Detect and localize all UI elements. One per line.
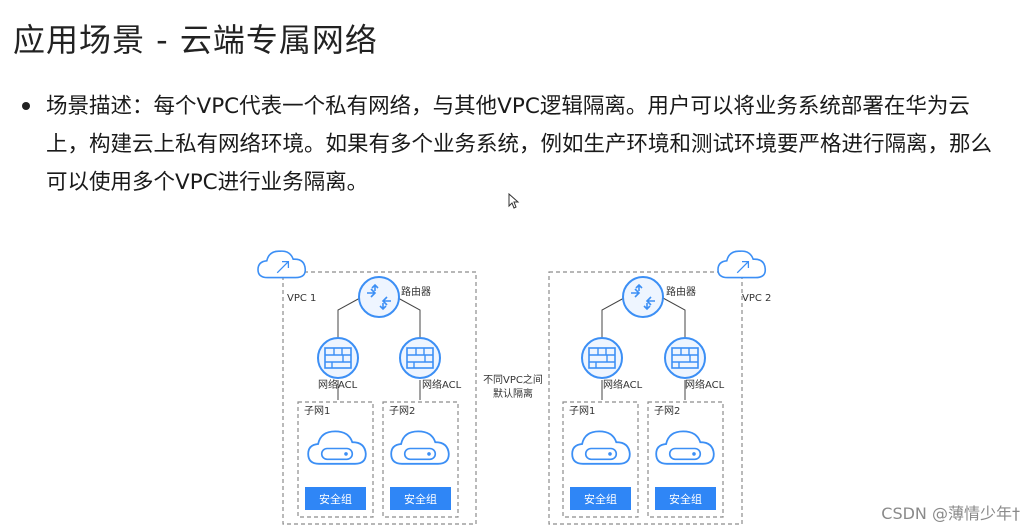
vpc2-subnet1-cloud-icon	[571, 430, 631, 465]
vpc1-subnet2-label: 子网2	[389, 405, 415, 417]
vpc2-subnet2-cloud-icon	[655, 430, 715, 465]
isolation-line2: 默认隔离	[493, 387, 533, 400]
vpc2-sg-left	[570, 487, 631, 510]
vpc2-subnet2-box	[647, 401, 724, 518]
vpc1-line-left	[337, 297, 361, 342]
vpc2-subnet1-label: 子网1	[569, 405, 595, 417]
watermark: CSDN @薄情少年†	[881, 504, 1020, 523]
vpc1-subnet1-label: 子网1	[304, 405, 330, 417]
vpc1-sg-right-label: 安全组	[404, 492, 437, 506]
vpc2-acl-right-label: 网络ACL	[685, 378, 725, 391]
vpc1-sg-left-label: 安全组	[319, 492, 352, 506]
vpc2-router-icon	[622, 276, 664, 318]
vpc2-sg-right	[655, 487, 716, 510]
vpc1-router-label: 路由器	[401, 285, 431, 298]
vpc1-subnet2-cloud-icon	[390, 430, 450, 465]
vpc2-boundary	[548, 271, 743, 525]
vpc1-acl-right-label: 网络ACL	[422, 378, 462, 391]
vpc2-sg-right-label: 安全组	[669, 492, 702, 506]
vpc1-acl-right-icon	[399, 337, 441, 379]
vpc2-label: VPC 2	[742, 293, 771, 304]
isolation-line1: 不同VPC之间	[483, 373, 543, 386]
vpc1-sg-left	[305, 487, 366, 510]
vpc2-router-label: 路由器	[666, 285, 696, 298]
vpc1-subnet2-box	[382, 401, 459, 518]
mouse-cursor-icon	[508, 193, 520, 209]
vpc2-line-left	[601, 297, 625, 342]
vpc1-line-right	[397, 297, 421, 342]
vpc1-sg-right	[390, 487, 451, 510]
vpc1-label: VPC 1	[287, 293, 316, 304]
vpc1-acl-left-label: 网络ACL	[318, 378, 358, 391]
vpc2-acl-left-icon	[581, 337, 623, 379]
vpc1-subnet1-cloud-icon	[307, 430, 367, 465]
bullet-list: 场景描述：每个VPC代表一个私有网络，与其他VPC逻辑隔离。用户可以将业务系统部…	[22, 88, 1012, 202]
vpc2-cloud-icon	[717, 250, 767, 279]
vpc1-acl-left-icon	[317, 337, 359, 379]
scene-description: 场景描述：每个VPC代表一个私有网络，与其他VPC逻辑隔离。用户可以将业务系统部…	[46, 94, 993, 195]
vpc1-subnet1-box	[297, 401, 374, 518]
vpc2-acl-left-label: 网络ACL	[603, 378, 643, 391]
vpc2-subnet1-box	[562, 401, 639, 518]
vpc2-line-right	[662, 297, 686, 342]
vpc2-group: VPC 2 路由器 网络ACL 网络ACL 子网1 安全组 子网2 安全组	[548, 250, 771, 525]
vpc1-boundary	[282, 271, 477, 525]
bullet-dot	[22, 102, 30, 110]
slide-title: 应用场景 - 云端专属网络	[13, 21, 378, 59]
vpc2-acl-right-icon	[664, 337, 706, 379]
vpc1-router-icon	[358, 276, 400, 318]
vpc1-cloud-icon	[257, 250, 307, 279]
vpc2-subnet2-label: 子网2	[654, 405, 680, 417]
vpc2-sg-left-label: 安全组	[584, 492, 617, 506]
vpc1-group: VPC 1 路由器 网络ACL 网络ACL 子网1 安全组 子网2 安全组	[257, 250, 477, 525]
